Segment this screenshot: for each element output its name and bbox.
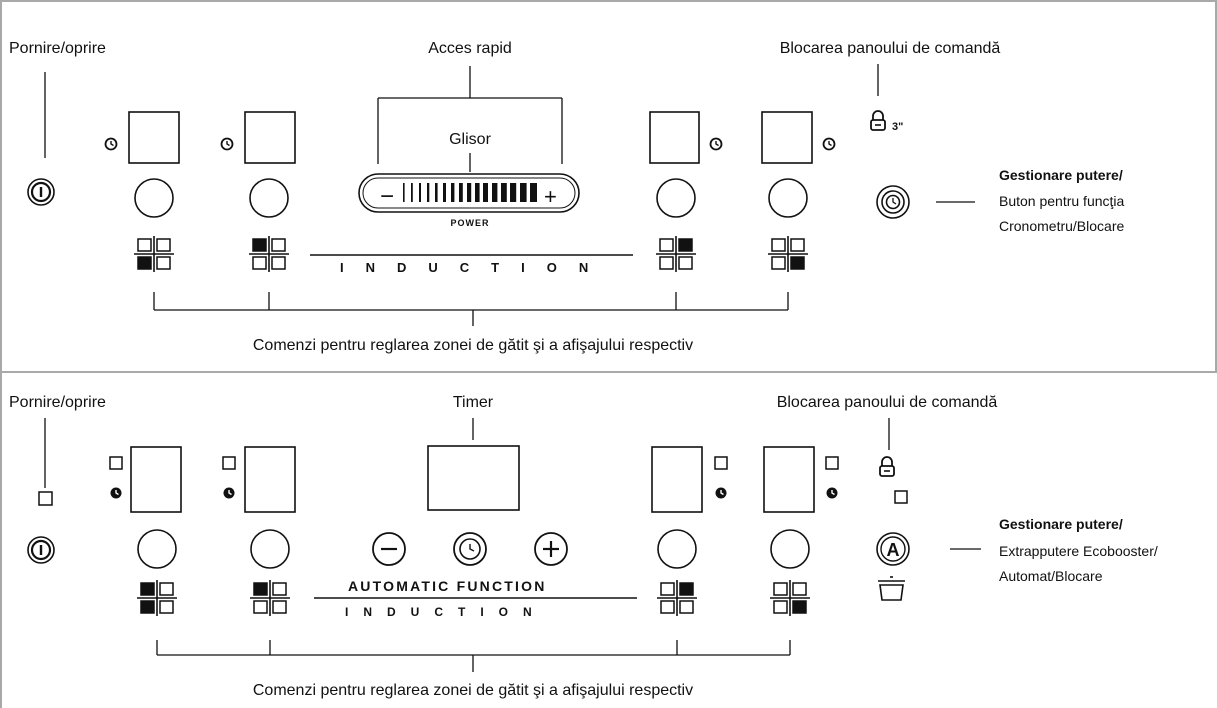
- zone-led: [825, 456, 839, 470]
- bottom-manager-line2: Automat/Blocare: [999, 568, 1103, 584]
- slider-minus-icon: −: [380, 183, 394, 210]
- zone-button-4[interactable]: [770, 529, 810, 569]
- top-zones-label: Comenzi pentru reglarea zonei de gătit ş…: [253, 337, 693, 354]
- zone-indicator-icon: [656, 579, 698, 617]
- induction-text: INDUCTION: [345, 605, 547, 619]
- slider-bars: [403, 183, 537, 202]
- zone-indicator-icon: [136, 579, 178, 617]
- bottom-panel: Pornire/oprire Timer: [9, 394, 1158, 699]
- bottom-zones-label: Comenzi pentru reglarea zonei de gătit ş…: [253, 682, 693, 699]
- quick-access-label: Acces rapid: [428, 40, 512, 57]
- top-panel: Pornire/oprire Acces rapid Glisor −: [9, 40, 1125, 354]
- zone-button-4[interactable]: [768, 178, 808, 218]
- timer-icon: [222, 486, 236, 500]
- timer-label: Timer: [453, 394, 494, 411]
- slider-label: Glisor: [449, 131, 491, 148]
- timer-plus-button[interactable]: [534, 532, 568, 566]
- lock-led: [894, 490, 908, 504]
- bottom-lock-label: Blocarea panoului de comandă: [777, 394, 998, 411]
- zone-button-2[interactable]: [250, 529, 290, 569]
- induction-text: INDUCTION: [340, 260, 610, 275]
- top-manager-title: Gestionare putere/: [999, 167, 1123, 183]
- timer-icon: [109, 486, 123, 500]
- slider-plus-icon: +: [544, 184, 557, 209]
- zone-indicator-icon: [769, 579, 811, 617]
- zone-display-2: [244, 446, 296, 513]
- zone-display-4: [761, 111, 813, 164]
- slider-power-text: POWER: [450, 218, 489, 228]
- timer-icon: [714, 486, 728, 500]
- zones-bracket: [156, 640, 791, 672]
- timer-minus-button[interactable]: [372, 532, 406, 566]
- timer-display: [427, 445, 520, 511]
- timer-lock-button[interactable]: [876, 185, 910, 219]
- top-power-label: Pornire/oprire: [9, 40, 106, 57]
- zone-led: [222, 456, 236, 470]
- automatic-function-text: AUTOMATIC FUNCTION: [348, 578, 547, 594]
- timer-icon: [104, 137, 118, 151]
- zone-indicator-icon: [767, 235, 809, 273]
- lock-icon: [879, 456, 895, 477]
- zone-button-2[interactable]: [249, 178, 289, 218]
- lock-icon: [870, 110, 886, 131]
- zone-display-1: [128, 111, 180, 164]
- automatic-button[interactable]: A: [876, 532, 910, 566]
- zone-display-1: [130, 446, 182, 513]
- timer-icon: [220, 137, 234, 151]
- lock-time-label: 3": [892, 121, 903, 133]
- timer-icon: [709, 137, 723, 151]
- zone-display-3: [651, 446, 703, 513]
- zone-button-3[interactable]: [657, 529, 697, 569]
- zone-display-3: [649, 111, 700, 164]
- zone-led: [714, 456, 728, 470]
- top-manager-line2: Cronometru/Blocare: [999, 218, 1124, 234]
- zones-bracket: [153, 292, 789, 326]
- top-lock-label: Blocarea panoului de comandă: [780, 40, 1001, 57]
- clock-icon: [459, 538, 481, 560]
- zone-indicator-icon: [249, 579, 291, 617]
- timer-icon: [825, 486, 839, 500]
- power-slider[interactable]: − + POWER: [358, 173, 580, 228]
- bottom-manager-title: Gestionare putere/: [999, 516, 1123, 532]
- quick-access-bracket: [377, 66, 563, 164]
- timer-icon: [822, 137, 836, 151]
- top-manager-line1: Buton pentru funcţia: [999, 193, 1125, 209]
- zone-indicator-icon: [655, 235, 697, 273]
- clock-icon: [885, 194, 901, 210]
- zone-button-1[interactable]: [134, 178, 174, 218]
- zone-button-3[interactable]: [656, 178, 696, 218]
- zone-indicator-icon: [133, 235, 175, 273]
- zone-display-4: [763, 446, 815, 513]
- a-icon: A: [887, 540, 900, 560]
- power-icon[interactable]: [26, 535, 56, 565]
- bottom-power-label: Pornire/oprire: [9, 394, 106, 411]
- pot-icon: [878, 576, 905, 601]
- bottom-manager-line1: Extrapputere Ecobooster/: [999, 543, 1158, 559]
- power-indicator-led: [38, 491, 53, 506]
- zone-button-1[interactable]: [137, 529, 177, 569]
- zone-indicator-icon: [248, 235, 290, 273]
- power-icon[interactable]: [26, 177, 56, 207]
- timer-clock-button[interactable]: [453, 532, 487, 566]
- zone-led: [109, 456, 123, 470]
- zone-display-2: [244, 111, 296, 164]
